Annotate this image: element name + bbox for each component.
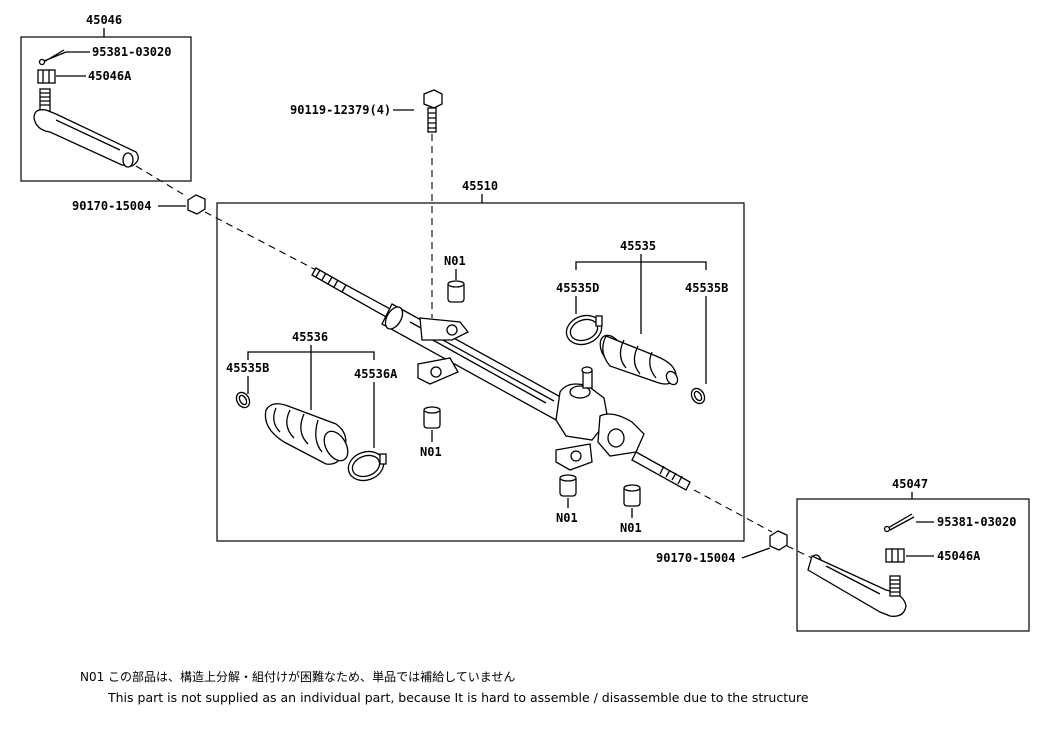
hex-lock-nut-icon (769, 530, 788, 551)
clamp-ring-icon (347, 450, 387, 482)
label-45510: 45510 (462, 179, 498, 193)
label-clamp-left: 45536A (354, 367, 398, 381)
label-bushing-mid: N01 (420, 445, 442, 459)
bushing-icon (423, 406, 441, 429)
boot-icon (264, 403, 349, 465)
tie-rod-end-rh-box (796, 498, 1030, 632)
label-lock-nut-left: 90170-15004 (72, 199, 151, 213)
castle-nut-icon (37, 69, 56, 84)
clamp-ring-icon (565, 314, 603, 346)
note-english: This part is not supplied as an individu… (108, 690, 809, 705)
label-clip-right: 45535B (685, 281, 728, 295)
label-bushing-bottom-left: N01 (556, 511, 578, 525)
note-japanese: N01 この部品は、構造上分解・組付けが困難なため、単品では補給していません (80, 670, 516, 684)
cotter-pin-icon (38, 49, 67, 66)
bushing-icon (559, 474, 577, 497)
bolt-icon (423, 89, 443, 133)
label-bushing-bottom-right: N01 (620, 521, 642, 535)
label-bushing-top: N01 (444, 254, 466, 268)
bushing-icon (623, 484, 641, 507)
label-cotter-pin-top: 95381-03020 (92, 45, 171, 59)
steering-rack-icon (311, 267, 691, 491)
castle-nut-icon (885, 548, 905, 563)
tie-rod-end-lh-box (20, 36, 192, 182)
label-nut-bottom: 45046A (937, 549, 981, 563)
boot-icon (599, 334, 679, 386)
label-45047: 45047 (892, 477, 928, 491)
label-clamp-right-d: 45535D (556, 281, 599, 295)
tie-rod-end-lh-icon (33, 88, 139, 168)
label-bolt: 90119-12379(4) (290, 103, 391, 117)
label-clip-left: 45535B (226, 361, 269, 375)
bushing-icon (447, 280, 465, 303)
cotter-pin-icon (883, 513, 915, 533)
hex-lock-nut-icon (187, 194, 206, 215)
label-cotter-pin-bottom: 95381-03020 (937, 515, 1016, 529)
gear-assy-box (216, 202, 745, 542)
clip-icon (235, 391, 251, 409)
clip-icon (690, 387, 706, 405)
label-lock-nut-right: 90170-15004 (656, 551, 735, 565)
label-45535: 45535 (620, 239, 656, 253)
label-45536: 45536 (292, 330, 328, 344)
label-45046: 45046 (86, 13, 122, 27)
tie-rod-end-rh-icon (807, 554, 907, 617)
label-nut-top: 45046A (88, 69, 132, 83)
